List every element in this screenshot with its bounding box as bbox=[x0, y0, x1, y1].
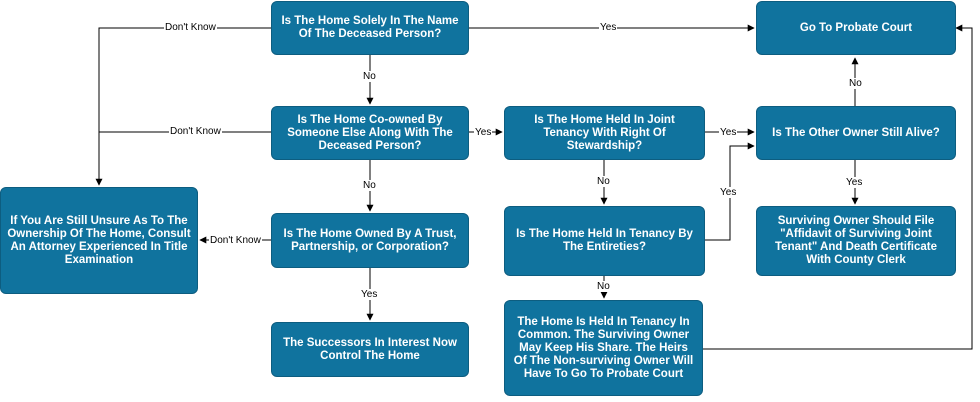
node-trust: Is The Home Owned By A Trust, Partnershi… bbox=[271, 213, 469, 268]
edge-label-entireties-yes: Yes bbox=[719, 187, 738, 198]
node-successors: The Successors In Interest Now Control T… bbox=[271, 322, 469, 377]
edge-label-joint-yes: Yes bbox=[719, 127, 738, 138]
node-surviving-owner-file: Surviving Owner Should File "Affidavit o… bbox=[756, 206, 956, 276]
edge-label-co-yes: Yes bbox=[474, 127, 493, 138]
edge-label-entireties-no: No bbox=[596, 281, 611, 292]
edge-label-sole-dontknow: Don't Know bbox=[164, 22, 217, 33]
node-tenancy-common: The Home Is Held In Tenancy In Common. T… bbox=[504, 300, 703, 396]
edge-label-sole-yes: Yes bbox=[599, 22, 618, 33]
edge-common-probate bbox=[703, 24, 973, 350]
edge-label-co-no: No bbox=[362, 180, 377, 191]
node-joint-tenancy: Is The Home Held In Joint Tenancy With R… bbox=[504, 106, 705, 160]
node-unsure-attorney: If You Are Still Unsure As To The Owners… bbox=[0, 187, 198, 294]
edge-label-alive-yes: Yes bbox=[845, 177, 864, 188]
node-co-owned: Is The Home Co-owned By Someone Else Alo… bbox=[271, 106, 469, 160]
edge-label-alive-no: No bbox=[848, 78, 863, 89]
edge-label-co-dontknow: Don't Know bbox=[169, 126, 222, 137]
edge-label-joint-no: No bbox=[596, 176, 611, 187]
edge-label-sole-no: No bbox=[362, 71, 377, 82]
edge-label-trust-yes: Yes bbox=[360, 289, 379, 300]
edge-sole-dontknow bbox=[95, 27, 271, 186]
node-probate-court: Go To Probate Court bbox=[756, 1, 956, 55]
node-other-alive: Is The Other Owner Still Alive? bbox=[756, 106, 956, 160]
node-entireties: Is The Home Held In Tenancy By The Entir… bbox=[504, 206, 705, 276]
node-sole-name: Is The Home Solely In The Name Of The De… bbox=[271, 1, 469, 55]
edge-label-trust-dontknow: Don't Know bbox=[209, 235, 262, 246]
